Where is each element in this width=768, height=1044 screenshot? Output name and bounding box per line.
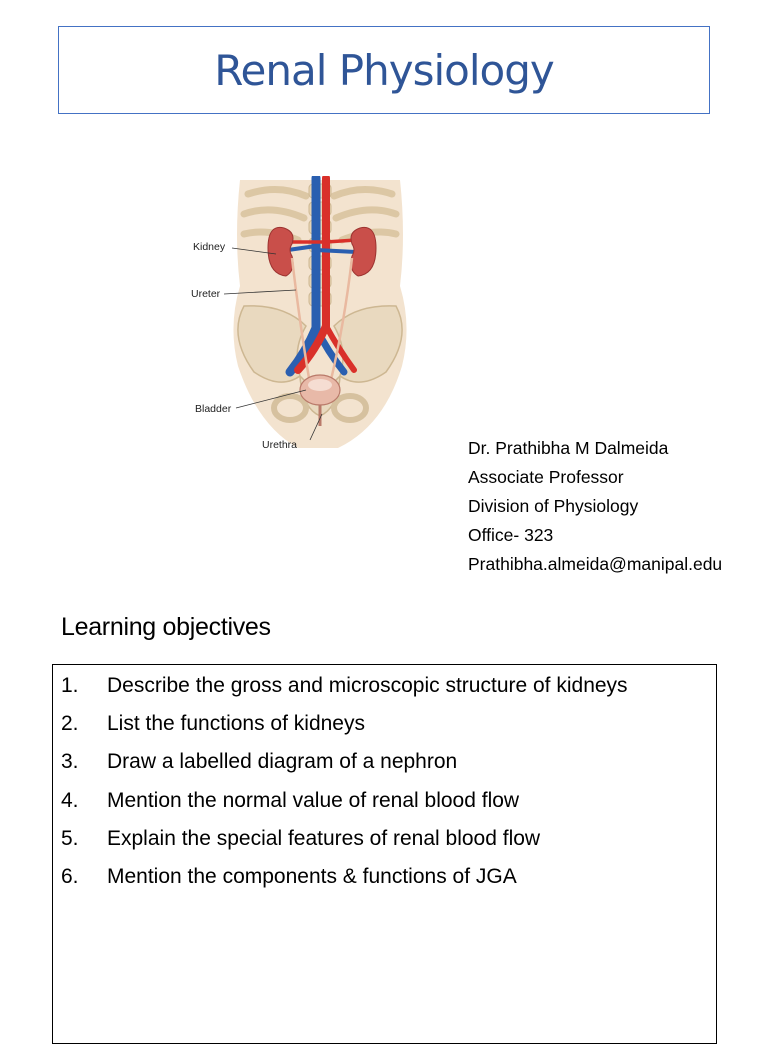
objectives-list: 1. Describe the gross and microscopic str… bbox=[53, 665, 716, 896]
author-division: Division of Physiology bbox=[468, 496, 639, 516]
author-info: Dr. Prathibha M Dalmeida Associate Profe… bbox=[468, 434, 722, 579]
list-item-number: 1. bbox=[61, 674, 79, 697]
urethra-label: Urethra bbox=[262, 439, 297, 451]
page-title: Renal Physiology bbox=[214, 45, 554, 95]
list-item-number: 3. bbox=[61, 750, 79, 774]
list-item-number: 5. bbox=[61, 826, 79, 850]
list-item: 5. Explain the special features of renal … bbox=[53, 820, 716, 858]
list-item: 6. Mention the components & functions of … bbox=[53, 858, 716, 896]
objectives-heading: Learning objectives bbox=[61, 613, 271, 641]
list-item-text: Mention the normal value of renal blood … bbox=[107, 788, 520, 812]
list-item-number: 6. bbox=[61, 865, 79, 889]
kidney-label: Kidney bbox=[193, 241, 226, 253]
objectives-box: 1. Describe the gross and microscopic str… bbox=[52, 664, 717, 1044]
ureter-label: Ureter bbox=[191, 288, 221, 300]
bladder bbox=[299, 374, 341, 426]
label-leaders bbox=[223, 247, 323, 441]
ureters bbox=[290, 257, 354, 385]
blood-vessels bbox=[285, 176, 358, 377]
list-item-text: Draw a labelled diagram of a nephron bbox=[107, 750, 458, 774]
author-name: Dr. Prathibha M Dalmeida bbox=[468, 438, 669, 458]
author-position: Associate Professor bbox=[468, 467, 624, 487]
list-item-number: 4. bbox=[61, 788, 79, 812]
list-item-text: List the functions of kidneys bbox=[107, 712, 365, 736]
list-item: 1. Describe the gross and microscopic str… bbox=[53, 667, 716, 705]
list-item-text: Explain the special features of renal bl… bbox=[107, 826, 541, 850]
list-item-number: 2. bbox=[61, 712, 79, 736]
list-item-text: Describe the gross and microscopic struc… bbox=[107, 674, 628, 697]
title-box: Renal Physiology bbox=[58, 26, 710, 114]
author-email: Prathibha.almeida@manipal.edu bbox=[468, 554, 723, 574]
bladder-label: Bladder bbox=[195, 403, 232, 415]
author-office: Office- 323 bbox=[468, 525, 554, 545]
list-item: 4. Mention the normal value of renal bloo… bbox=[53, 782, 716, 820]
urinary-system-illustration: Kidney Ureter Bladder Urethra bbox=[191, 176, 407, 451]
list-item: 3. Draw a labelled diagram of a nephron bbox=[53, 743, 716, 781]
list-item: 2. List the functions of kidneys bbox=[53, 705, 716, 743]
list-item-text: Mention the components & functions of JG… bbox=[107, 865, 517, 889]
